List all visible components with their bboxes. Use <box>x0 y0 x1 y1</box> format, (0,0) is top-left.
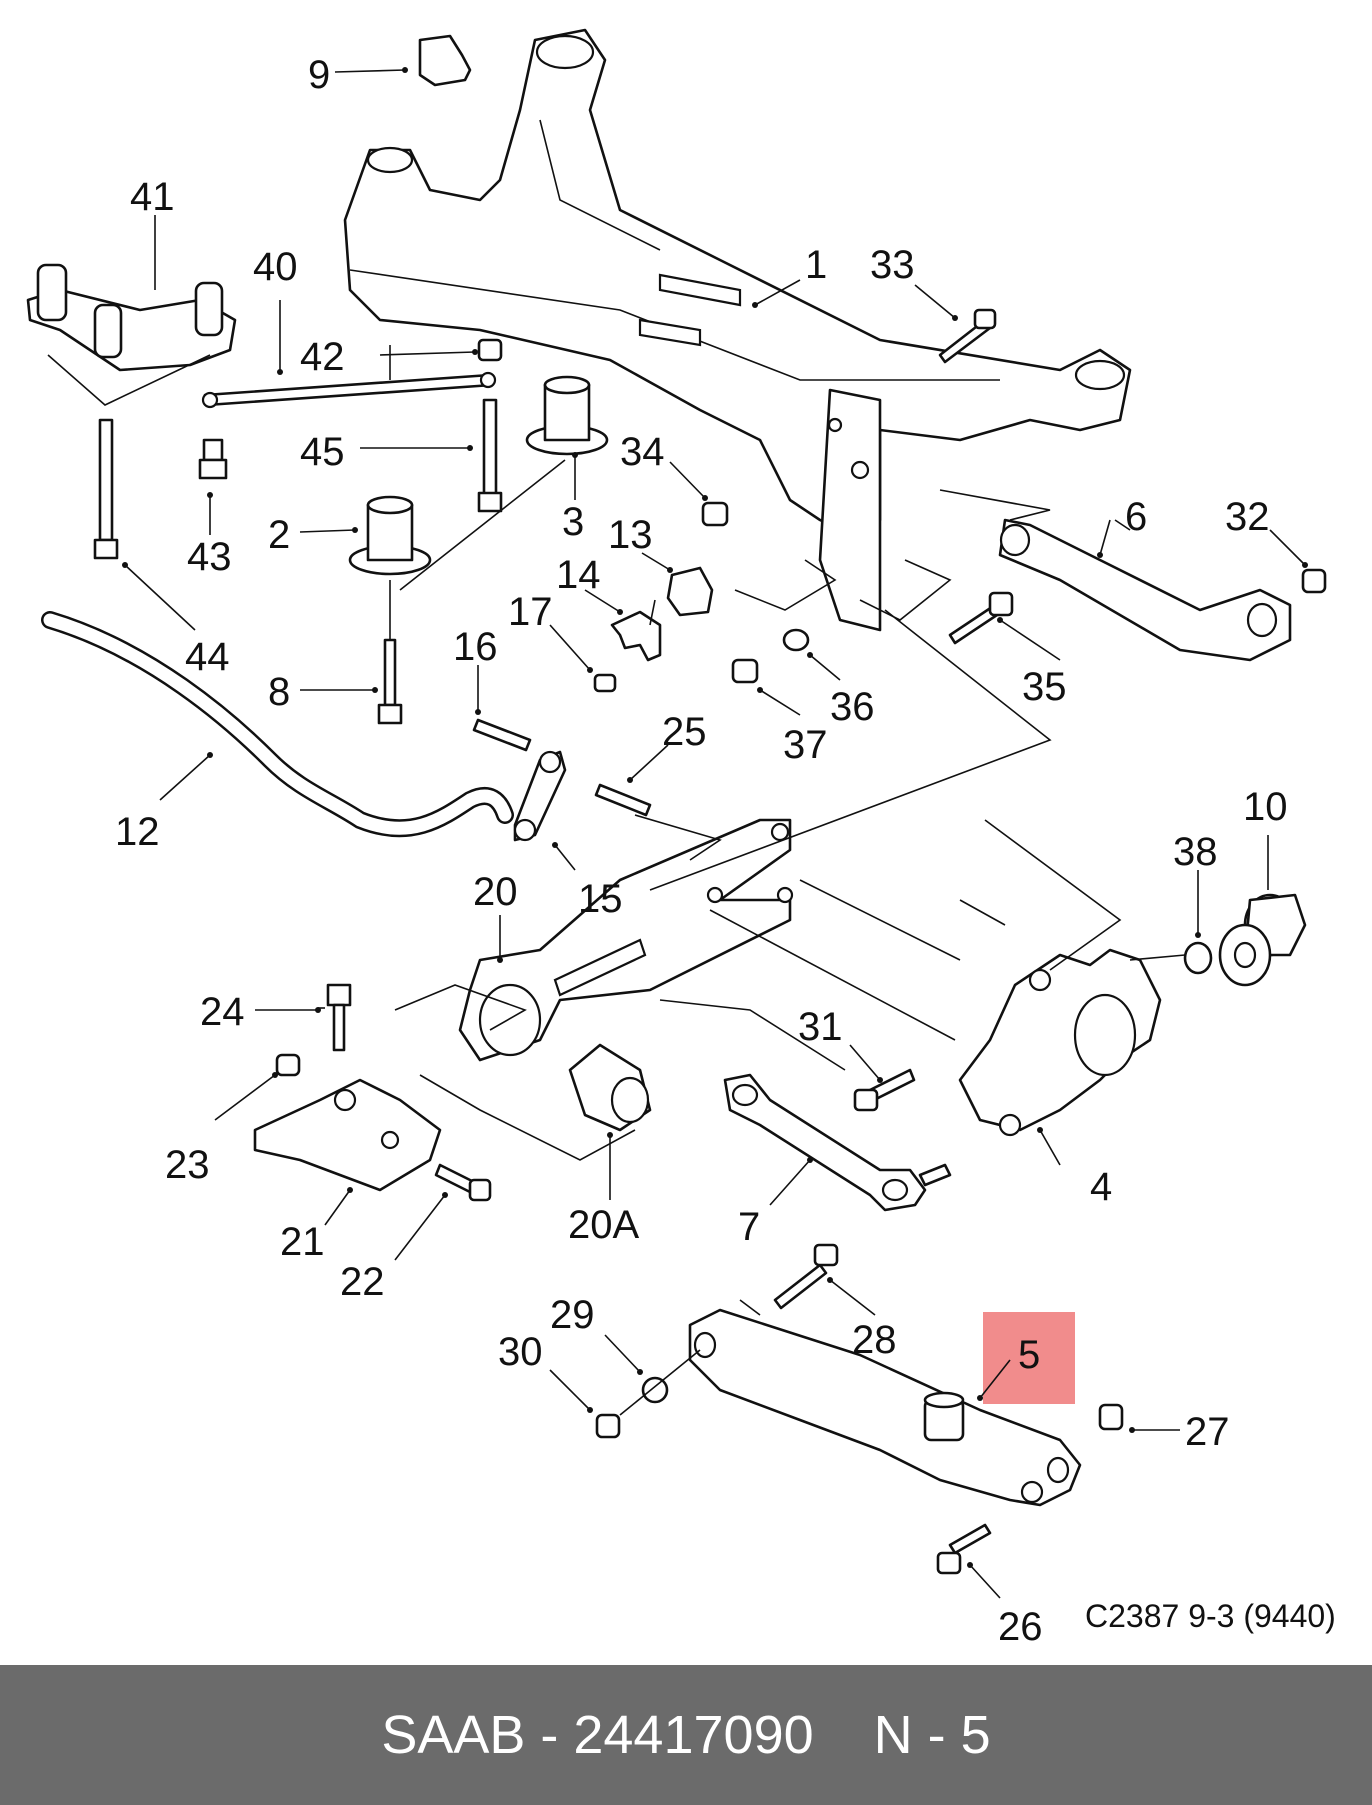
callout-37: 37 <box>783 723 828 767</box>
part-bolt-22[interactable] <box>434 1163 492 1202</box>
part-nut-42[interactable] <box>477 338 503 362</box>
part-bolt-26[interactable] <box>936 1523 992 1575</box>
part-nut-30[interactable] <box>595 1413 621 1439</box>
callout-12: 12 <box>115 810 160 854</box>
callout-28: 28 <box>852 1318 897 1362</box>
part-bolt-25[interactable] <box>594 783 652 817</box>
callout-3: 3 <box>562 500 584 544</box>
part-bolt-16[interactable] <box>472 718 532 752</box>
callout-38: 38 <box>1173 830 1218 874</box>
callout-2: 2 <box>268 513 290 557</box>
part-bushing-2[interactable] <box>348 495 432 576</box>
part-bolt-43[interactable] <box>198 438 228 480</box>
part-nut-23[interactable] <box>275 1053 301 1077</box>
part-link-7[interactable] <box>723 1073 952 1212</box>
callout-26: 26 <box>998 1605 1043 1649</box>
callout-32: 32 <box>1225 495 1270 539</box>
part-bushing-20A[interactable] <box>568 1043 652 1132</box>
part-washer-38[interactable] <box>1183 941 1213 975</box>
part-number-label: SAAB - 24417090 <box>381 1705 814 1765</box>
part-bolt-31[interactable] <box>853 1068 916 1112</box>
part-bolt-35[interactable] <box>948 591 1014 645</box>
part-bolt-17[interactable] <box>593 673 617 693</box>
callout-30: 30 <box>498 1330 543 1374</box>
callout-25: 25 <box>662 710 707 754</box>
callout-35: 35 <box>1022 665 1067 709</box>
callout-15: 15 <box>578 877 623 921</box>
reference-code: C2387 9-3 (9440) <box>1085 1598 1336 1634</box>
callout-4: 4 <box>1090 1165 1112 1209</box>
callout-40: 40 <box>253 245 298 289</box>
part-subframe[interactable] <box>343 28 1132 632</box>
part-bushing-3[interactable] <box>525 375 609 456</box>
callout-36: 36 <box>830 685 875 729</box>
part-clip-9[interactable] <box>418 34 472 87</box>
callout-13: 13 <box>608 513 653 557</box>
position-label: N - 5 <box>873 1705 991 1765</box>
callout-41: 41 <box>130 175 175 219</box>
callout-21: 21 <box>280 1220 325 1264</box>
part-bushing-13[interactable] <box>666 566 714 617</box>
part-nut-34[interactable] <box>701 501 729 527</box>
part-washer-29[interactable] <box>641 1376 669 1404</box>
part-bracket-41[interactable] <box>26 263 237 372</box>
callout-45: 45 <box>300 430 345 474</box>
part-lower-arm-5[interactable] <box>688 1308 1082 1507</box>
part-bolt-44[interactable] <box>93 418 119 560</box>
callout-17: 17 <box>508 590 553 634</box>
callout-16: 16 <box>453 625 498 669</box>
callout-44: 44 <box>185 635 230 679</box>
callout-42: 42 <box>300 335 345 379</box>
callout-31: 31 <box>798 1005 843 1049</box>
callout-20: 20 <box>473 870 518 914</box>
callout-22: 22 <box>340 1260 385 1304</box>
callouts: 9 41 40 42 45 43 44 2 3 8 12 1 33 34 13 … <box>115 53 1308 1649</box>
part-knuckle-4[interactable] <box>958 948 1162 1137</box>
part-bracket-21[interactable] <box>253 1078 442 1192</box>
callout-6: 6 <box>1125 495 1147 539</box>
part-nut-37[interactable] <box>731 658 759 684</box>
callout-5: 5 <box>1018 1333 1040 1377</box>
part-bolt-33[interactable] <box>938 308 997 364</box>
highlight-box <box>983 1312 1075 1404</box>
part-rod-40[interactable] <box>201 371 497 409</box>
part-bolt-24[interactable] <box>326 983 352 1052</box>
part-stabilizer-bar-12[interactable] <box>41 611 514 838</box>
callout-20A: 20A <box>568 1203 639 1247</box>
part-nut-27[interactable] <box>1098 1403 1124 1431</box>
part-washer-36[interactable] <box>782 628 810 652</box>
callout-7: 7 <box>738 1205 760 1249</box>
callout-29: 29 <box>550 1293 595 1337</box>
callout-23: 23 <box>165 1143 210 1187</box>
part-bolt-45[interactable] <box>477 398 503 513</box>
callout-1: 1 <box>805 243 827 287</box>
part-nut-32[interactable] <box>1301 568 1327 594</box>
assembly-lines <box>47 345 1186 1416</box>
callout-10: 10 <box>1243 785 1288 829</box>
callout-27: 27 <box>1185 1410 1230 1454</box>
part-clamp-14[interactable] <box>610 610 662 662</box>
callout-8: 8 <box>268 670 290 714</box>
callout-14: 14 <box>556 553 601 597</box>
callout-9: 9 <box>308 53 330 97</box>
footer-bar: SAAB - 24417090 N - 5 <box>0 1665 1372 1805</box>
callout-43: 43 <box>187 535 232 579</box>
part-bolt-8[interactable] <box>377 638 403 725</box>
part-link-15[interactable] <box>513 750 567 842</box>
callout-24: 24 <box>200 990 245 1034</box>
part-bolt-28[interactable] <box>773 1243 839 1310</box>
callout-33: 33 <box>870 243 915 287</box>
parts-diagram: 9 41 40 42 45 43 44 2 3 8 12 1 33 34 13 … <box>26 28 1327 1649</box>
part-bushing-10[interactable] <box>1218 893 1307 987</box>
part-arm-20[interactable] <box>458 818 794 1062</box>
part-arm-6[interactable] <box>998 518 1292 662</box>
callout-34: 34 <box>620 430 665 474</box>
